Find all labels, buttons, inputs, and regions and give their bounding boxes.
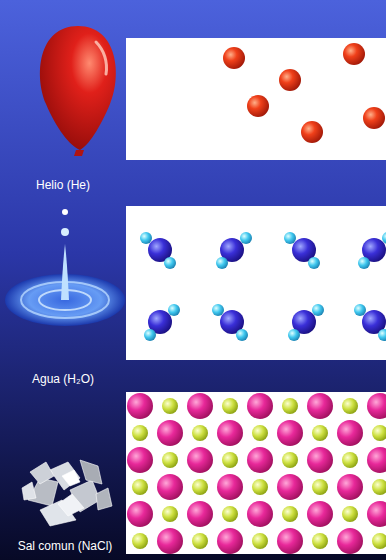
hydrogen-atom xyxy=(378,329,386,341)
chloride-ion xyxy=(217,528,243,554)
hydrogen-atom xyxy=(358,257,370,269)
hydrogen-atom xyxy=(308,257,320,269)
sodium-ion xyxy=(312,479,328,495)
water-splash xyxy=(5,209,125,326)
helium-atom xyxy=(343,43,365,65)
chloride-ion xyxy=(217,420,243,446)
label-holder: Agua (H₂O) xyxy=(0,372,126,386)
sodium-ion xyxy=(312,533,328,549)
sodium-ion xyxy=(372,533,386,549)
sodium-ion xyxy=(222,506,238,522)
chloride-ion xyxy=(247,501,273,527)
label-holder: Helio (He) xyxy=(0,178,126,192)
hydrogen-atom xyxy=(312,304,324,316)
chloride-ion xyxy=(157,528,183,554)
sodium-ion xyxy=(222,398,238,414)
water-molecule xyxy=(216,232,252,269)
chloride-ion xyxy=(367,447,386,473)
sodium-ion xyxy=(132,425,148,441)
sodium-ion xyxy=(132,533,148,549)
helium-atom xyxy=(223,47,245,69)
hydrogen-atom xyxy=(284,232,296,244)
sodium-ion xyxy=(252,479,268,495)
water-molecule xyxy=(288,304,324,341)
helium-atom xyxy=(363,107,385,129)
hydrogen-atom xyxy=(288,329,300,341)
chloride-ion xyxy=(187,501,213,527)
chloride-ion xyxy=(127,393,153,419)
sodium-ion xyxy=(132,479,148,495)
substance-label: Helio (He) xyxy=(0,178,126,192)
substance-label: Sal comun (NaCl) xyxy=(2,539,128,553)
sodium-ion xyxy=(372,425,386,441)
hydrogen-atom xyxy=(164,257,176,269)
chloride-ion xyxy=(337,420,363,446)
chloride-ion xyxy=(127,501,153,527)
chloride-ion xyxy=(187,393,213,419)
water-molecule xyxy=(212,304,248,341)
chloride-ion xyxy=(277,528,303,554)
chloride-ion xyxy=(307,447,333,473)
helium-atom xyxy=(247,95,269,117)
chloride-ion xyxy=(277,474,303,500)
sodium-ion xyxy=(222,452,238,468)
sodium-ion xyxy=(342,398,358,414)
hydrogen-atom xyxy=(236,329,248,341)
helium-panel xyxy=(126,38,386,160)
sodium-ion xyxy=(342,452,358,468)
helium-atom xyxy=(301,121,323,143)
water-molecule xyxy=(354,304,386,341)
sodium-ion xyxy=(192,479,208,495)
water-molecule xyxy=(284,232,320,269)
salt-crystals xyxy=(22,460,112,526)
water-molecule xyxy=(358,232,386,269)
water-panel xyxy=(126,206,386,360)
chloride-ion xyxy=(127,447,153,473)
sodium-ion xyxy=(192,533,208,549)
hydrogen-atom xyxy=(240,232,252,244)
sodium-ion xyxy=(192,425,208,441)
salt-panel xyxy=(126,392,386,554)
chloride-ion xyxy=(247,393,273,419)
chloride-ion xyxy=(217,474,243,500)
sodium-ion xyxy=(372,479,386,495)
hydrogen-atom xyxy=(212,304,224,316)
chloride-ion xyxy=(247,447,273,473)
hydrogen-atom xyxy=(144,329,156,341)
balloon xyxy=(40,26,116,156)
chloride-ion xyxy=(337,528,363,554)
chloride-ion xyxy=(337,474,363,500)
water-molecule xyxy=(144,304,180,341)
hydrogen-atom xyxy=(140,232,152,244)
hydrogen-atom xyxy=(216,257,228,269)
sodium-ion xyxy=(252,533,268,549)
chloride-ion xyxy=(307,501,333,527)
sodium-ion xyxy=(252,425,268,441)
sodium-ion xyxy=(162,506,178,522)
sodium-ion xyxy=(342,506,358,522)
sodium-ion xyxy=(162,398,178,414)
label-holder: Sal comun (NaCl) xyxy=(2,539,128,553)
atoms xyxy=(127,43,386,554)
helium-atom xyxy=(279,69,301,91)
hydrogen-atom xyxy=(168,304,180,316)
chloride-ion xyxy=(187,447,213,473)
sodium-ion xyxy=(282,506,298,522)
chloride-ion xyxy=(367,501,386,527)
sodium-ion xyxy=(282,398,298,414)
chloride-ion xyxy=(367,393,386,419)
substance-label: Agua (H₂O) xyxy=(0,372,126,386)
sodium-ion xyxy=(162,452,178,468)
water-molecule xyxy=(140,232,176,269)
sodium-ion xyxy=(282,452,298,468)
hydrogen-atom xyxy=(354,304,366,316)
chloride-ion xyxy=(277,420,303,446)
chloride-ion xyxy=(157,474,183,500)
chloride-ion xyxy=(307,393,333,419)
sodium-ion xyxy=(312,425,328,441)
chloride-ion xyxy=(157,420,183,446)
